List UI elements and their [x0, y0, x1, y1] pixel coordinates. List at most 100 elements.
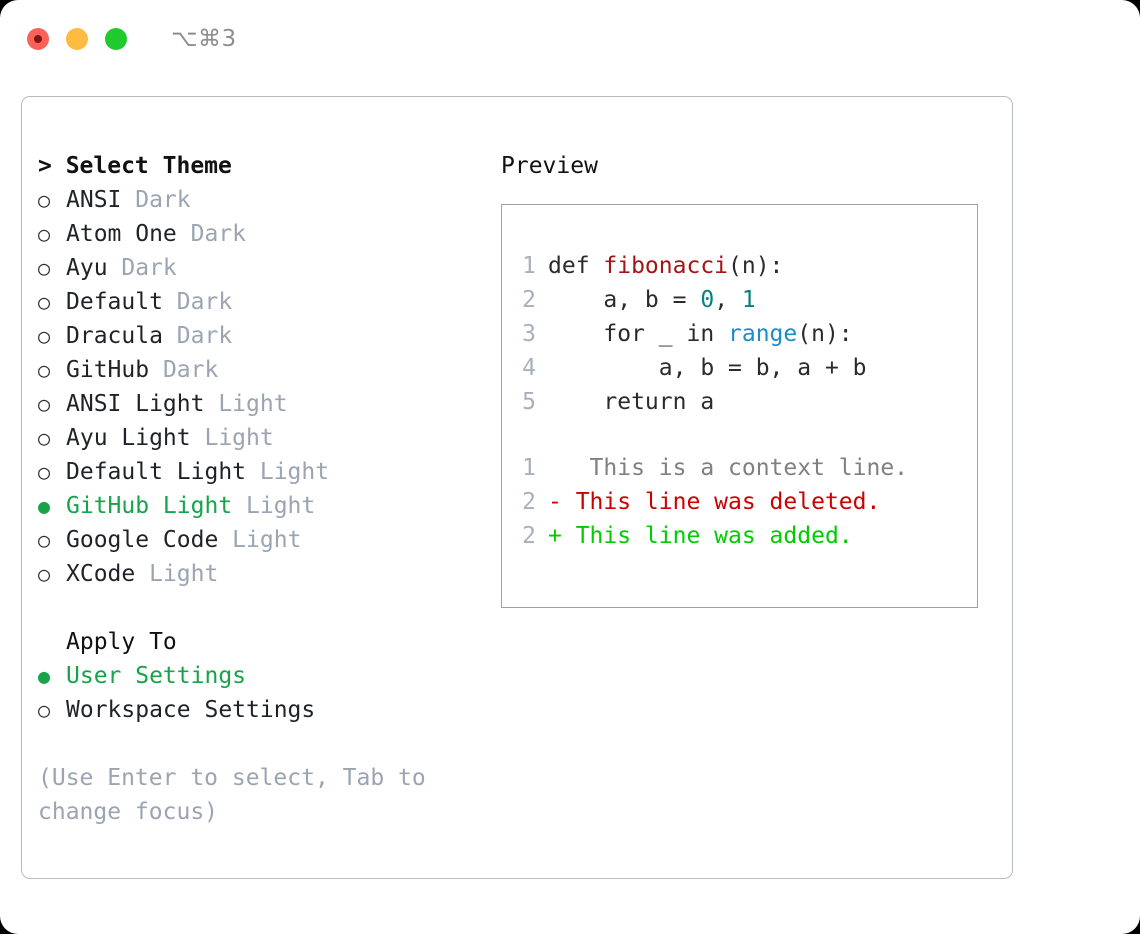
line-number: 2 — [522, 287, 536, 313]
code-line: 4 a, b = b, a + b — [522, 351, 977, 385]
code-line: 5 return a — [522, 385, 977, 419]
theme-picker-column: > Select Theme ○ANSI Dark○Atom One Dark○… — [38, 149, 488, 829]
radio-unselected-icon: ○ — [38, 188, 51, 212]
apply-to-heading: Apply To — [66, 629, 177, 655]
theme-option-9[interactable]: ● GitHub Light Light — [38, 489, 488, 523]
option-variant-badge: Light — [232, 493, 316, 519]
theme-option-6[interactable]: ○ANSI Light Light — [38, 387, 488, 421]
code-token-plain: return a — [548, 389, 715, 415]
option-label: GitHub — [66, 357, 150, 383]
option-variant-badge: Light — [246, 459, 330, 485]
code-line: 3 for _ in range(n): — [522, 317, 977, 351]
code-token-num: 0 — [700, 287, 715, 313]
theme-option-1[interactable]: ○ Atom One Dark — [38, 217, 488, 251]
radio-unselected-icon: ○ — [38, 698, 51, 722]
theme-option-10[interactable]: ○ Google Code Light — [38, 523, 488, 557]
apply-to-option-list: ● User Settings ○ Workspace Settings — [38, 659, 488, 727]
radio-selected-icon: ● — [38, 494, 51, 518]
diff-text: This is a context line. — [548, 455, 909, 481]
theme-picker-panel: > Select Theme ○ANSI Dark○Atom One Dark○… — [21, 96, 1013, 879]
diff-text: + This line was added. — [548, 523, 853, 549]
radio-unselected-icon: ○ — [38, 562, 51, 586]
theme-option-7[interactable]: ○ Ayu Light Light — [38, 421, 488, 455]
option-variant-badge: Dark — [162, 323, 233, 349]
line-number: 2 — [522, 523, 536, 549]
option-variant-badge: Light — [190, 425, 274, 451]
theme-option-2[interactable]: ○ Ayu Dark — [38, 251, 488, 285]
option-label: Ayu — [66, 255, 108, 281]
radio-unselected-icon: ○ — [38, 460, 51, 484]
theme-option-5[interactable]: ○GitHub Dark — [38, 353, 488, 387]
option-variant-badge: Dark — [162, 289, 233, 315]
select-theme-heading: > Select Theme — [38, 153, 232, 179]
maximize-window-icon[interactable] — [105, 28, 127, 50]
radio-unselected-icon: ○ — [38, 426, 51, 450]
apply-to-option-0[interactable]: ● User Settings — [38, 659, 488, 693]
option-label: XCode — [66, 561, 136, 587]
close-window-icon[interactable] — [27, 28, 49, 50]
theme-option-8[interactable]: ○ Default Light Light — [38, 455, 488, 489]
radio-unselected-icon: ○ — [38, 358, 51, 382]
keyboard-hint-text: (Use Enter to select, Tab to change focu… — [38, 765, 426, 825]
apply-to-option-1[interactable]: ○ Workspace Settings — [38, 693, 488, 727]
code-token-plain: a, b = b, a + b — [548, 355, 867, 381]
radio-selected-icon: ● — [38, 664, 51, 688]
line-number: 1 — [522, 253, 536, 279]
code-line: 2 a, b = 0, 1 — [522, 283, 977, 317]
option-label: Dracula — [66, 323, 163, 349]
option-label: Default Light — [66, 459, 247, 485]
option-variant-badge: Dark — [176, 221, 247, 247]
line-number: 3 — [522, 321, 536, 347]
option-variant-badge: Light — [218, 527, 302, 553]
theme-option-list: ○ ANSI Dark ○ Atom One Dark ○ Ayu Dark ○ Defaul… — [38, 183, 488, 591]
diff-text: - This line was deleted. — [548, 489, 881, 515]
option-variant-badge: Dark — [107, 255, 177, 281]
radio-unselected-icon: ○ — [38, 324, 51, 348]
traffic-lights — [27, 28, 127, 50]
diff-line-ctx: 1 This is a context line. — [522, 451, 977, 485]
option-label: Google Code — [66, 527, 219, 553]
option-label: User Settings — [66, 663, 247, 689]
code-line: 1 def fibonacci(n): — [522, 249, 977, 283]
radio-unselected-icon: ○ — [38, 528, 51, 552]
option-variant-badge: Light — [204, 391, 288, 417]
option-label: Ayu Light — [66, 425, 191, 451]
code-token-plain: def — [548, 253, 604, 279]
option-label: GitHub Light — [66, 493, 233, 519]
option-label: Workspace Settings — [66, 697, 316, 723]
code-token-plain: for _ in — [548, 321, 729, 347]
theme-option-4[interactable]: ○ Dracula Dark — [38, 319, 488, 353]
option-label: Default — [66, 289, 163, 315]
code-token-plain: , — [714, 287, 742, 313]
option-label: ANSI — [66, 187, 122, 213]
code-token-plain: (n): — [797, 321, 853, 347]
code-token-fn: fibonacci — [603, 253, 729, 279]
diff-line-del: 2 - This line was deleted. — [522, 485, 977, 519]
diff-line-add: 2 + This line was added. — [522, 519, 977, 553]
theme-option-11[interactable]: ○ XCode Light — [38, 557, 488, 591]
radio-unselected-icon: ○ — [38, 392, 51, 416]
option-variant-badge: Light — [135, 561, 219, 587]
keyboard-shortcut-label: ⌥⌘3 — [171, 26, 237, 52]
line-number: 4 — [522, 355, 536, 381]
preview-heading: Preview — [501, 153, 598, 179]
line-number: 1 — [522, 455, 536, 481]
radio-unselected-icon: ○ — [38, 222, 51, 246]
window-titlebar: ⌥⌘3 — [0, 0, 1140, 78]
code-token-call: range — [728, 321, 798, 347]
theme-option-0[interactable]: ○ ANSI Dark — [38, 183, 488, 217]
line-number: 2 — [522, 489, 536, 515]
theme-option-3[interactable]: ○ Default Dark — [38, 285, 488, 319]
radio-unselected-icon: ○ — [38, 256, 51, 280]
line-number: 5 — [522, 389, 536, 415]
option-label: Atom One — [66, 221, 177, 247]
code-token-plain: (n): — [728, 253, 784, 279]
minimize-window-icon[interactable] — [66, 28, 88, 50]
code-token-num: 1 — [741, 287, 756, 313]
radio-unselected-icon: ○ — [38, 290, 51, 314]
option-variant-badge: Dark — [121, 187, 191, 213]
code-token-plain: a, b = — [548, 287, 701, 313]
